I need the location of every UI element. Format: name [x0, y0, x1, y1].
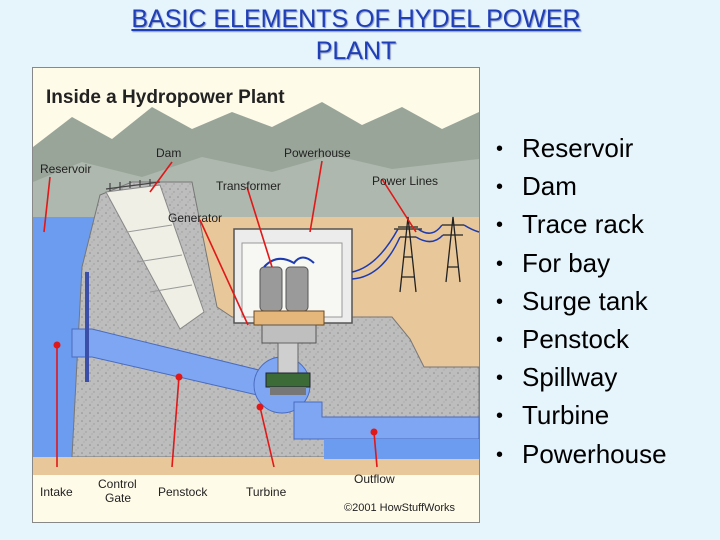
hydropower-diagram-svg: Inside a Hydropower Plant Reservoir Dam …	[32, 67, 480, 523]
label-control-gate-2: Gate	[105, 491, 131, 505]
element-list-item-label: Penstock	[522, 324, 629, 355]
label-power-lines: Power Lines	[372, 174, 438, 188]
element-list-item: • Penstock	[496, 321, 667, 359]
spillway-face	[105, 184, 205, 330]
element-list-item-label: Trace rack	[522, 209, 644, 240]
generator-core	[261, 324, 317, 344]
label-generator: Generator	[168, 211, 222, 225]
element-list-item: • For bay	[496, 245, 667, 283]
power-line-cables	[351, 224, 480, 280]
element-list-item-label: Dam	[522, 171, 577, 202]
element-list-item: • Dam	[496, 168, 667, 206]
bullet-dot-icon: •	[496, 329, 504, 352]
bullet-dot-icon: •	[496, 138, 504, 160]
intake-gate-rod	[85, 272, 89, 382]
element-list-item: • Trace rack	[496, 206, 667, 244]
ground-base	[33, 457, 479, 475]
generator-unit	[253, 310, 325, 326]
element-list-item: • Powerhouse	[496, 436, 667, 474]
label-turbine: Turbine	[246, 485, 287, 499]
turbine-runner	[265, 372, 311, 388]
transformer-unit	[259, 256, 315, 312]
element-list-item-label: For bay	[522, 247, 611, 278]
slide-title: BASIC ELEMENTS OF HYDEL POWER PLANT	[0, 4, 712, 66]
bullet-dot-icon: •	[496, 405, 504, 428]
element-list-item-label: Powerhouse	[522, 438, 667, 469]
bullet-dot-icon: •	[496, 290, 504, 313]
slide-title-line2: PLANT	[315, 37, 397, 65]
label-outflow: Outflow	[354, 472, 395, 486]
label-dam: Dam	[156, 146, 181, 160]
element-list: • Reservoir • Dam • Trace rack • For bay • Surge …	[496, 130, 667, 474]
element-list-item-label: Turbine	[522, 400, 610, 431]
element-list-item: • Surge tank	[496, 283, 667, 321]
diagram-heading: Inside a Hydropower Plant	[46, 87, 285, 108]
element-list-item: • Turbine	[496, 397, 667, 435]
label-transformer: Transformer	[216, 179, 281, 193]
turbine-blades	[270, 387, 306, 395]
element-list-item-label: Reservoir	[522, 133, 634, 163]
element-list-item: • Spillway	[496, 359, 667, 397]
element-list-item-label: Spillway	[522, 362, 618, 393]
element-list-item-label: Surge tank	[522, 285, 648, 316]
bullet-dot-icon: •	[496, 176, 504, 199]
label-reservoir: Reservoir	[40, 162, 91, 176]
label-powerhouse: Powerhouse	[284, 146, 351, 160]
label-intake: Intake	[40, 485, 73, 499]
bullet-dot-icon: •	[496, 443, 504, 466]
bullet-dot-icon: •	[496, 214, 504, 237]
bullet-dot-icon: •	[496, 367, 504, 390]
label-control-gate-1: Control	[98, 477, 137, 491]
hydropower-diagram: Inside a Hydropower Plant Reservoir Dam …	[32, 67, 480, 523]
label-copyright: ©2001 HowStuffWorks	[344, 502, 456, 514]
power-line-towers	[394, 216, 464, 293]
element-list-item: • Reservoir	[496, 130, 667, 168]
tailwater	[324, 439, 479, 459]
label-penstock: Penstock	[158, 485, 208, 499]
bullet-dot-icon: •	[496, 252, 504, 275]
slide-title-line1: BASIC ELEMENTS OF HYDEL POWER	[131, 5, 581, 33]
turbine-shaft	[277, 342, 299, 374]
outflow-tube	[293, 401, 480, 440]
